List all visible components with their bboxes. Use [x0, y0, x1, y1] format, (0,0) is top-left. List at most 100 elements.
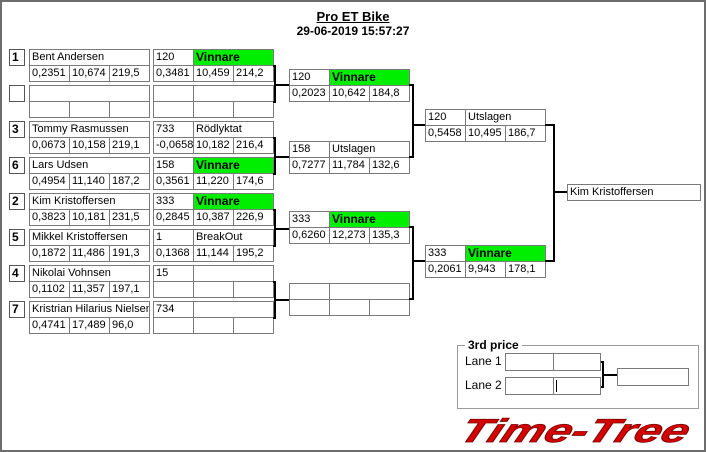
speed: 197,1	[109, 281, 150, 298]
racer-name: Tommy Rasmussen	[29, 121, 150, 138]
status	[193, 85, 274, 102]
lane1-label: Lane 1	[465, 354, 502, 368]
bracket-connector	[276, 84, 289, 86]
result-elapsed-time: 10,182	[193, 137, 234, 154]
page-title: Pro ET Bike	[316, 9, 390, 24]
result-reaction-time: 0,3561	[153, 173, 194, 190]
speed: 178,1	[505, 261, 546, 278]
dial-in: 120	[289, 69, 330, 86]
speed: 191,3	[109, 245, 150, 262]
result-speed	[233, 101, 274, 118]
bracket-connector	[412, 226, 414, 300]
status: Utslagen	[465, 109, 546, 126]
speed: 231,5	[109, 209, 150, 226]
racer-name: Bent Andersen	[29, 49, 150, 66]
speed	[109, 101, 150, 118]
text-cursor	[556, 380, 557, 392]
elapsed-time: 11,140	[69, 173, 110, 190]
bracket-connector	[412, 84, 414, 158]
bracket-connector	[555, 191, 567, 193]
result-reaction-time: 0,2845	[153, 209, 194, 226]
reaction-time: 0,3823	[29, 209, 70, 226]
result-elapsed-time: 11,220	[193, 173, 234, 190]
bracket-connector	[553, 124, 555, 262]
elapsed-time: 10,181	[69, 209, 110, 226]
status: Utslagen	[329, 141, 410, 158]
elapsed-time: 10,674	[69, 65, 110, 82]
third-price-group	[457, 345, 699, 409]
reaction-time: 0,0673	[29, 137, 70, 154]
result-elapsed-time: 10,387	[193, 209, 234, 226]
logo-text: Time-Tree	[455, 413, 697, 448]
result-reaction-time: 0,3481	[153, 65, 194, 82]
status	[193, 301, 274, 318]
racer-name: Kristrian Hilarius Nielsen	[29, 301, 150, 318]
bracket-connector	[276, 228, 289, 230]
third-price-result[interactable]	[617, 368, 689, 386]
status: Vinnare	[329, 211, 410, 228]
speed: 135,3	[369, 227, 410, 244]
result-speed: 216,4	[233, 137, 274, 154]
elapsed-time	[329, 299, 370, 316]
lane2-label: Lane 2	[465, 378, 502, 392]
dial-in: 333	[153, 193, 194, 210]
speed: 96,0	[109, 317, 150, 334]
reaction-time: 0,1872	[29, 245, 70, 262]
dial-in: 734	[153, 301, 194, 318]
lane2-field-a[interactable]	[505, 377, 554, 395]
result-speed: 226,9	[233, 209, 274, 226]
lane2-field-b[interactable]	[553, 377, 601, 395]
status	[193, 265, 274, 282]
seed-number	[9, 85, 25, 102]
bracket-connector	[414, 260, 425, 262]
dial-in: 15	[153, 265, 194, 282]
bracket-connector	[274, 65, 276, 103]
racer-name: Kim Kristoffersen	[29, 193, 150, 210]
racer-name: Nikolai Vohnsen	[29, 265, 150, 282]
bracket-connector	[409, 84, 414, 86]
elapsed-time: 10,642	[329, 85, 370, 102]
bracket-connector	[409, 298, 414, 300]
bracket-connector	[545, 260, 555, 262]
reaction-time: 0,4954	[29, 173, 70, 190]
lane1-field-a[interactable]	[505, 353, 554, 371]
reaction-time	[289, 299, 330, 316]
bracket-connector	[274, 281, 276, 319]
bracket-connector	[276, 299, 289, 301]
speed	[369, 299, 410, 316]
speed: 219,5	[109, 65, 150, 82]
elapsed-time: 10,158	[69, 137, 110, 154]
seed-number: 5	[9, 229, 25, 246]
status: Vinnare	[193, 49, 274, 66]
elapsed-time: 17,489	[69, 317, 110, 334]
time-tree-logo: Time-Tree	[455, 413, 697, 448]
result-speed: 174,6	[233, 173, 274, 190]
dial-in: 120	[153, 49, 194, 66]
elapsed-time: 11,486	[69, 245, 110, 262]
result-speed	[233, 281, 274, 298]
result-elapsed-time	[193, 281, 234, 298]
elapsed-time: 11,784	[329, 157, 370, 174]
connector	[602, 361, 604, 388]
reaction-time: 0,2023	[289, 85, 330, 102]
racer-name	[29, 85, 150, 102]
elapsed-time: 10,495	[465, 125, 506, 142]
reaction-time: 0,2061	[425, 261, 466, 278]
reaction-time: 0,5458	[425, 125, 466, 142]
bracket-connector	[274, 209, 276, 247]
status: Vinnare	[193, 157, 274, 174]
status: BreakOut	[193, 229, 274, 246]
result-speed	[233, 317, 274, 334]
result-reaction-time	[153, 317, 194, 334]
dial-in: 158	[153, 157, 194, 174]
result-elapsed-time: 11,144	[193, 245, 234, 262]
status: Vinnare	[193, 193, 274, 210]
final-winner-name: Kim Kristoffersen	[567, 184, 701, 201]
lane1-field-b[interactable]	[553, 353, 601, 371]
speed: 132,6	[369, 157, 410, 174]
dial-in: 733	[153, 121, 194, 138]
seed-number: 6	[9, 157, 25, 174]
reaction-time: 0,7277	[289, 157, 330, 174]
speed: 186,7	[505, 125, 546, 142]
seed-number: 4	[9, 265, 25, 282]
